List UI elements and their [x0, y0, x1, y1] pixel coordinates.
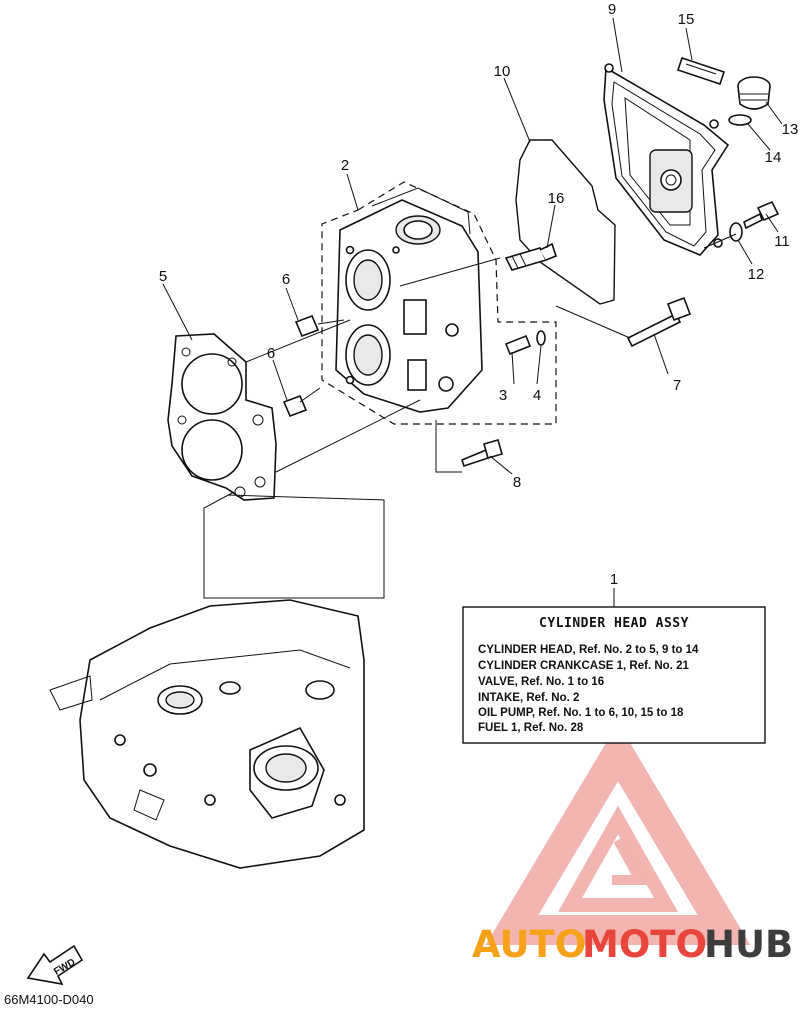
- callout-11: 11: [774, 233, 790, 250]
- callout-10: 10: [494, 63, 511, 80]
- part-4-seal: [536, 330, 546, 346]
- callout-9: 9: [608, 1, 616, 18]
- leader-lines: [162, 17, 783, 608]
- part-6-dowel-upper: [294, 314, 320, 338]
- info-box-title: CYLINDER HEAD ASSY: [539, 616, 689, 631]
- part-11-bolt: [743, 200, 780, 230]
- crankcase-block: [49, 599, 365, 869]
- watermark-hub: HUB: [704, 923, 793, 966]
- watermark-auto: AUTO: [472, 923, 586, 966]
- part-2-assembly-boundary: [321, 181, 557, 425]
- part-2-cylinder-head: [335, 187, 483, 413]
- part-9-head-cover: [603, 63, 730, 256]
- callout-6-upper: 6: [282, 271, 290, 288]
- part-15-label: [676, 56, 726, 86]
- info-box-line: VALVE, Ref. No. 1 to 16: [478, 676, 604, 688]
- part-6-dowel-lower: [282, 394, 308, 418]
- part-8-bolt: [461, 439, 503, 468]
- cylinder-head-assy-box: CYLINDER HEAD ASSY CYLINDER HEAD, Ref. N…: [462, 606, 766, 744]
- part-5-head-gasket: [167, 333, 277, 501]
- part-14-o-ring: [728, 114, 752, 126]
- info-box-line: INTAKE, Ref. No. 2: [478, 692, 579, 704]
- callout-5: 5: [159, 268, 167, 285]
- callout-16: 16: [548, 190, 565, 207]
- watermark-text: AUTO MOTO HUB: [472, 923, 793, 966]
- callout-1: 1: [610, 571, 618, 588]
- callout-15: 15: [678, 11, 695, 28]
- info-box-line: CYLINDER HEAD, Ref. No. 2 to 5, 9 to 14: [478, 644, 699, 656]
- info-box-line: FUEL 1, Ref. No. 28: [478, 722, 584, 734]
- callout-13: 13: [782, 121, 799, 138]
- callout-3: 3: [499, 387, 507, 404]
- info-box-line: CYLINDER CRANKCASE 1, Ref. No. 21: [478, 660, 689, 672]
- info-box-line: OIL PUMP, Ref. No. 1 to 6, 10, 15 to 18: [478, 707, 684, 719]
- watermark-logo: [485, 722, 751, 945]
- watermark-moto: MOTO: [582, 923, 707, 966]
- fwd-arrow: FWD: [26, 944, 84, 986]
- callout-12: 12: [748, 266, 765, 283]
- callout-6-lower: 6: [267, 345, 275, 362]
- callout-7: 7: [673, 377, 681, 394]
- part-13-oil-cap: [737, 76, 771, 110]
- part-12-washer: [729, 222, 743, 242]
- callout-2: 2: [341, 157, 349, 174]
- part-3-valve: [504, 334, 532, 356]
- part-7-long-bolt: [626, 296, 692, 348]
- part-10-gasket: [515, 139, 616, 305]
- callout-4: 4: [533, 387, 541, 404]
- diagram-code: 66M4100-D040: [4, 992, 94, 1007]
- callout-8: 8: [513, 474, 521, 491]
- part-16-spark-plug: [504, 242, 557, 271]
- callout-14: 14: [765, 149, 782, 166]
- callout-labels: 9 15 10 13 14 2 16 11 12 5 6 6 7 3 4 8 1: [159, 1, 799, 588]
